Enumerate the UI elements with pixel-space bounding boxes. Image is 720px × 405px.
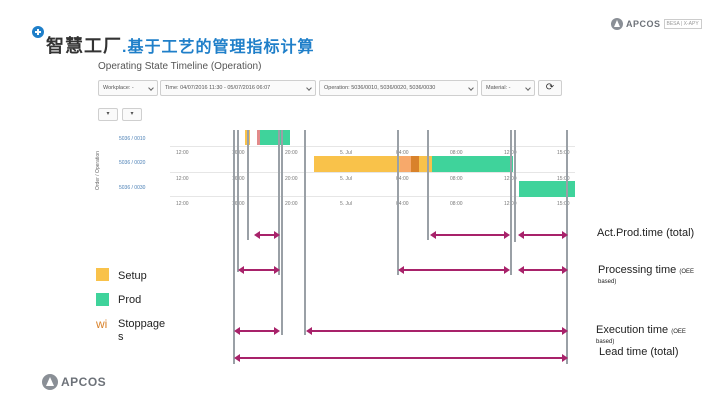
execution-time-text: Execution time [596,324,669,336]
legend-stoppage-label-2: s [118,331,124,343]
act-prod-arrow [430,231,510,239]
apcos-logo-text: APCOS [626,19,661,29]
boundary-line [278,130,280,275]
setup-segment[interactable] [314,156,411,172]
chevron-down-icon [306,85,312,91]
chevron-down-icon [468,85,474,91]
chevron-down-icon [148,85,154,91]
apcos-logo: APCOS BESA | X-APY [611,17,702,31]
refresh-icon: ⟳ [545,82,555,93]
tick-label: 20:00 [285,201,298,207]
apcos-logo-tag: BESA | X-APY [663,19,702,29]
execution-arrow [306,327,568,335]
execution-time-note: (OEE [671,329,686,335]
tick-label: 08:00 [450,176,463,182]
lead-time-arrow [234,354,568,362]
tick-label: 5. Jul [340,176,352,182]
slide-title: 智慧工厂.基于工艺的管理指标计算 [46,32,314,58]
footer-logo: APCOS [42,374,106,390]
apcos-logo-icon [611,18,623,30]
slide-title-sub: .基于工艺的管理指标计算 [122,39,315,56]
boundary-line [281,130,283,335]
execution-time-note-2: based) [596,339,615,345]
boundary-line [514,130,516,242]
tick-label: 12:00 [176,150,189,156]
processing-time-note: (OEE [679,269,694,275]
act-prod-time-label: Act.Prod.time (total) [597,227,695,239]
prod-segment[interactable] [432,156,513,172]
stoppage-icon: wi [96,317,108,331]
row-divider [170,196,575,197]
execution-arrow [234,327,280,335]
stoppage-segment[interactable] [257,130,260,145]
legend-setup-label: Setup [118,270,147,282]
tick-label: 15:00 [557,150,570,156]
tick-label: 04:00 [396,150,409,156]
operation-filter-label: Operation: 5036/0010, 5036/0020, 5036/00… [324,85,436,91]
boundary-line [397,130,399,275]
prod-swatch [96,293,109,306]
tick-label: 15:00 [557,176,570,182]
tick-label: 5. Jul [340,150,352,156]
row-divider [170,146,575,147]
prod-segment[interactable] [519,181,575,197]
tick-label: 20:00 [285,176,298,182]
material-filter[interactable]: Material: - [481,80,535,96]
collapse-button-1[interactable]: ▾ [98,108,118,121]
boundary-line [566,130,568,364]
setup-segment[interactable] [419,156,432,172]
tick-label: 5. Jul [340,201,352,207]
boundary-line [427,130,429,240]
lead-time-label: Lead time (total) [599,346,679,358]
order-row-label: 5036 / 0030 [119,185,146,191]
tick-label: 15:00 [557,201,570,207]
boundary-line [237,130,239,272]
boundary-line [510,130,512,275]
tick-label: 12:00 [176,176,189,182]
tick-label: 12:00 [176,201,189,207]
time-filter[interactable]: Time: 04/07/2016 11:30 - 05/07/2016 06:0… [160,80,316,96]
tick-label: 08:00 [450,201,463,207]
collapse-button-2[interactable]: ▾ [122,108,142,121]
legend-prod-label: Prod [118,294,142,306]
setup-swatch [96,268,109,281]
boundary-line [247,130,249,240]
processing-arrow [398,266,510,274]
row-divider [170,172,575,173]
panel-title: Operating State Timeline (Operation) [98,61,262,72]
tick-label: 20:00 [285,150,298,156]
tick-label: 08:00 [450,150,463,156]
act-prod-arrow [518,231,568,239]
workplace-filter[interactable]: Workplace: - [98,80,158,96]
footer-logo-text: APCOS [61,375,107,389]
legend-stoppage-label-1: Stoppage [118,318,166,330]
processing-arrow [518,266,568,274]
processing-time-label: Processing time (OEE [598,264,694,276]
order-row-label: 5036 / 0010 [119,136,146,142]
processing-arrow [238,266,280,274]
apcos-logo-icon [42,374,58,390]
time-filter-label: Time: 04/07/2016 11:30 - 05/07/2016 06:0… [165,85,271,91]
processing-time-text: Processing time [598,264,677,276]
plus-circle-icon [32,26,44,38]
processing-time-note-2: based) [598,279,617,285]
boundary-line [233,130,235,364]
tick-label: 04:00 [396,201,409,207]
order-row-label: 5036 / 0020 [119,160,146,166]
workplace-filter-label: Workplace: - [103,85,134,91]
material-filter-label: Material: - [486,85,511,91]
refresh-button[interactable]: ⟳ [538,80,562,96]
prod-segment[interactable] [260,130,290,145]
execution-time-label: Execution time (OEE [596,324,686,336]
act-prod-arrow [254,231,280,239]
y-axis-label: Order / Operation [95,151,101,190]
chevron-down-icon [525,85,531,91]
stoppage-segment[interactable] [411,156,419,172]
tick-label: 04:00 [396,176,409,182]
slide-title-main: 智慧工厂 [46,36,122,56]
operation-filter[interactable]: Operation: 5036/0010, 5036/0020, 5036/00… [319,80,478,96]
boundary-line [304,130,306,335]
setup-segment[interactable] [400,156,412,172]
